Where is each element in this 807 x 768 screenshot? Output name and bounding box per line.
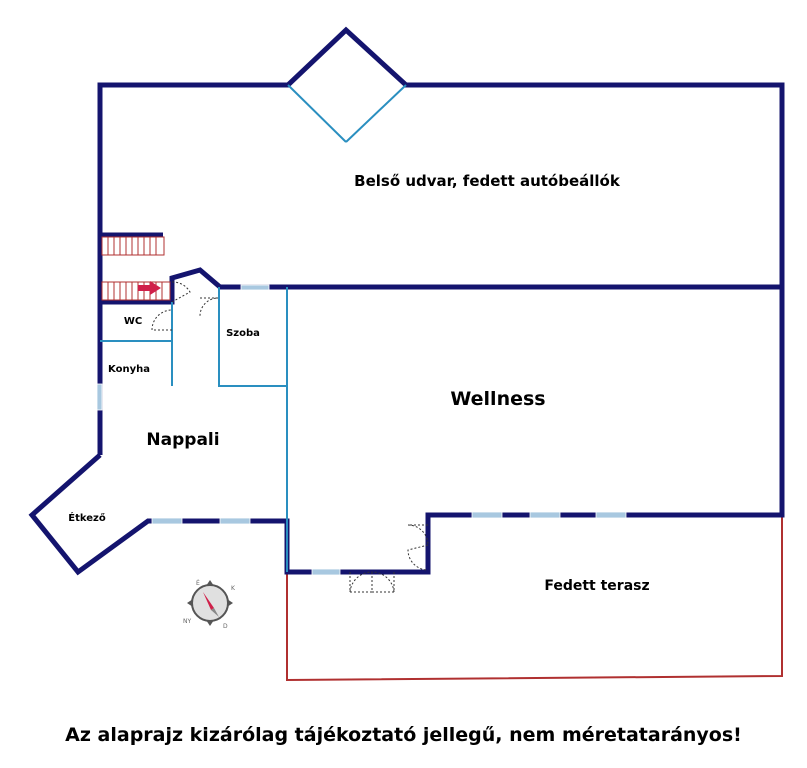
room-label-konyha: Konyha	[108, 364, 150, 375]
compass-east-label: K	[231, 585, 236, 592]
terrace-outline	[286, 515, 783, 682]
compass-south-label: D	[223, 623, 228, 630]
compass-west-label: NY	[183, 618, 191, 625]
windows	[96, 284, 627, 576]
disclaimer-text: Az alaprajz kizárólag tájékoztató jelleg…	[65, 724, 742, 746]
room-label-terasz: Fedett terasz	[544, 578, 649, 594]
doors	[151, 281, 429, 593]
room-label-etkezo: Étkező	[68, 511, 106, 524]
inner-walls	[100, 84, 407, 572]
outer-walls	[28, 26, 785, 576]
stairs-icon	[101, 236, 171, 301]
room-label-courtyard: Belső udvar, fedett autóbeállók	[354, 172, 621, 190]
floor-plan: Belső udvar, fedett autóbeállók Wellness…	[28, 26, 785, 682]
compass-icon: É K D NY	[183, 579, 236, 630]
compass-north-label: É	[196, 579, 200, 587]
room-label-wc: WC	[124, 316, 142, 327]
entrance-arrow-icon	[138, 281, 161, 295]
room-label-szoba: Szoba	[226, 328, 260, 339]
room-label-nappali: Nappali	[146, 430, 219, 450]
room-label-wellness: Wellness	[450, 388, 545, 410]
